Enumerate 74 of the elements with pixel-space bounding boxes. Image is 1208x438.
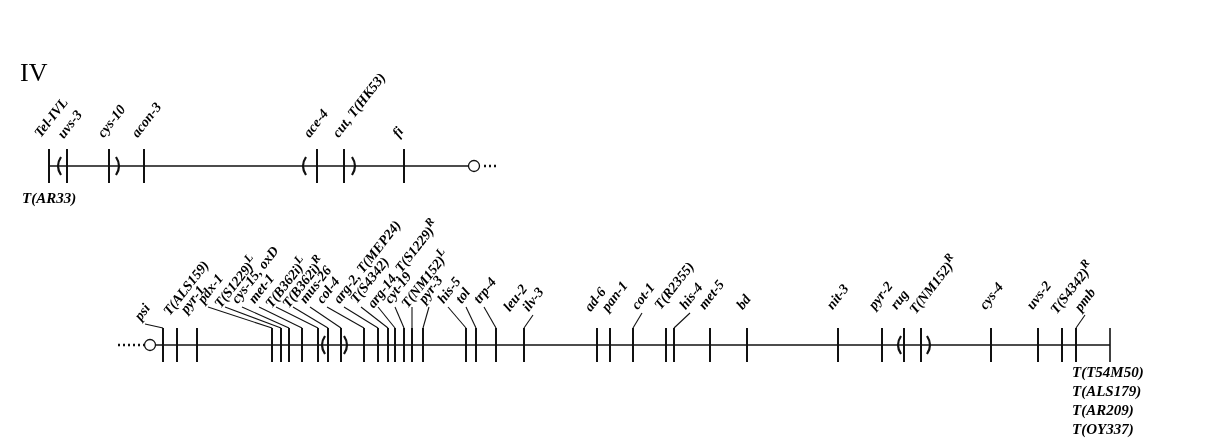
leader-line	[292, 306, 329, 329]
locus-tick	[162, 328, 164, 362]
locus-tick	[903, 328, 905, 362]
locus-tick	[746, 328, 748, 362]
leader-line	[343, 306, 379, 329]
locus-tick	[990, 328, 992, 362]
leader-line	[360, 306, 389, 329]
locus-tick	[394, 328, 396, 362]
leader-line	[241, 306, 290, 329]
chromosome-title: IV	[20, 58, 48, 88]
locus-tick	[143, 149, 145, 183]
leader-line	[673, 312, 691, 329]
locus-tick	[343, 149, 345, 183]
locus-tick	[176, 328, 178, 362]
locus-tick	[316, 149, 318, 183]
locus-tick	[837, 328, 839, 362]
locus-tick	[340, 328, 342, 362]
locus-tick	[271, 328, 273, 362]
leader-line	[309, 306, 342, 329]
locus-tick	[108, 149, 110, 183]
leader-line	[632, 312, 643, 329]
locus-tick	[495, 328, 497, 362]
locus-label: T(ALS179)	[1072, 383, 1142, 400]
locus-tick	[48, 149, 50, 183]
locus-tick	[363, 328, 365, 362]
leader-line	[447, 306, 467, 329]
locus-tick	[301, 328, 303, 362]
locus-tick	[523, 328, 525, 362]
locus-label: T(AR209)	[1072, 402, 1134, 419]
leader-line	[326, 306, 365, 329]
leader-line	[207, 306, 273, 329]
locus-tick	[665, 328, 667, 362]
locus-tick	[881, 328, 883, 362]
locus-tick	[377, 328, 379, 362]
locus-tick	[709, 328, 711, 362]
locus-tick	[317, 328, 319, 362]
leader-line	[483, 306, 497, 329]
leader-line	[258, 306, 303, 329]
locus-tick	[280, 328, 282, 362]
locus-tick	[609, 328, 611, 362]
locus-tick	[403, 328, 405, 362]
locus-tick	[920, 328, 922, 362]
locus-tick	[422, 328, 424, 362]
locus-tick	[632, 328, 634, 362]
locus-tick	[465, 328, 467, 362]
leader-line	[1075, 314, 1086, 329]
locus-tick	[196, 328, 198, 362]
locus-tick	[288, 328, 290, 362]
locus-tick	[1061, 328, 1063, 362]
locus-label: T(T54M50)	[1072, 364, 1144, 381]
leader-line	[411, 306, 413, 329]
locus-label: fi	[389, 124, 407, 140]
locus-tick	[596, 328, 598, 362]
locus-tick	[1075, 328, 1077, 362]
locus-tick	[1037, 328, 1039, 362]
leader-line	[465, 306, 477, 329]
leader-line	[377, 306, 396, 329]
locus-tick	[327, 328, 329, 362]
locus-label: bd	[733, 292, 754, 312]
leader-line	[394, 306, 405, 329]
locus-tick	[403, 149, 405, 183]
locus-tick	[66, 149, 68, 183]
locus-tick	[673, 328, 675, 362]
locus-label: T(OY337)	[1072, 421, 1134, 438]
leader-line	[144, 323, 164, 329]
locus-tick	[387, 328, 389, 362]
leader-line	[523, 314, 534, 329]
locus-tick	[475, 328, 477, 362]
locus-label: T(AR33)	[22, 190, 77, 207]
leader-line	[275, 306, 319, 329]
locus-tick	[411, 328, 413, 362]
leader-line	[422, 306, 430, 329]
locus-label: psi	[131, 301, 154, 323]
leader-line	[224, 306, 282, 329]
